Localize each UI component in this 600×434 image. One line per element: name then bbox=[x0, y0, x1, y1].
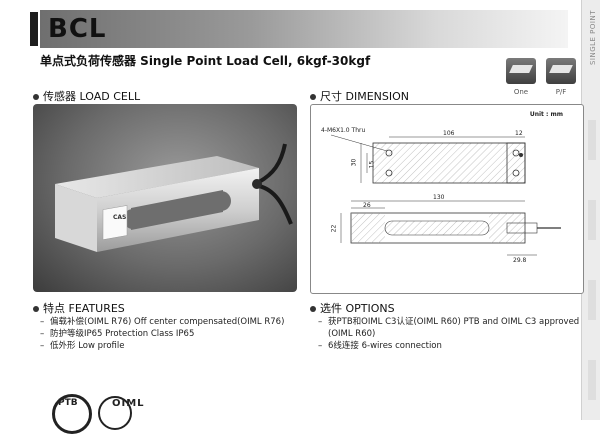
title-accent-bar bbox=[30, 12, 38, 46]
type-label-one: One bbox=[513, 88, 529, 96]
unit-label: Unit : mm bbox=[529, 111, 563, 118]
list-item: (OIML R60) bbox=[328, 329, 376, 339]
one-type-icon bbox=[506, 58, 536, 84]
pf-type-icon bbox=[546, 58, 576, 84]
side-ghost-tab bbox=[588, 120, 596, 160]
dim-12: 12 bbox=[515, 130, 523, 137]
dimension-svg bbox=[330, 134, 561, 256]
bullet-icon bbox=[33, 94, 39, 100]
section-features: 特点 FEATURES bbox=[33, 300, 125, 316]
side-ghost-tab bbox=[588, 200, 596, 240]
bullet-icon bbox=[310, 94, 316, 100]
product-subtitle: 单点式负荷传感器 Single Point Load Cell, 6kgf-30… bbox=[40, 54, 371, 68]
dimension-drawing: Unit : mm 4-M6X1.0 Thru 106 12 30 15 130… bbox=[310, 104, 584, 294]
dash-icon: – bbox=[40, 341, 45, 351]
dash-icon: – bbox=[40, 329, 45, 339]
dim-22: 22 bbox=[330, 224, 338, 233]
bullet-icon bbox=[310, 306, 316, 312]
side-ghost-tab bbox=[588, 280, 596, 320]
options-list: –获PTB和OIML C3认证(OIML R60) PTB and OIML C… bbox=[318, 316, 579, 352]
cert-oiml-label: OIML bbox=[112, 398, 145, 409]
dim-106: 106 bbox=[443, 130, 455, 137]
type-label-pf: P/F bbox=[555, 88, 567, 96]
cert-ptb-label: PTB bbox=[58, 398, 78, 408]
dim-30: 30 bbox=[350, 158, 358, 167]
features-list: –偏载补偿(OIML R76) Off center compensated(O… bbox=[40, 316, 284, 352]
dash-icon: – bbox=[40, 317, 45, 327]
dim-29-8: 29.8 bbox=[513, 257, 527, 264]
list-item: –6线连接 6-wires connection bbox=[318, 341, 442, 351]
dim-130: 130 bbox=[433, 194, 445, 201]
dash-icon: – bbox=[318, 341, 323, 351]
dash-icon: – bbox=[318, 317, 323, 327]
section-dimension: 尺寸 DIMENSION bbox=[310, 88, 409, 104]
section-options: 选件 OPTIONS bbox=[310, 300, 395, 316]
load-cell-photo: CAS bbox=[33, 104, 297, 292]
list-item: –获PTB和OIML C3认证(OIML R60) PTB and OIML C… bbox=[318, 317, 580, 327]
thread-note: 4-M6X1.0 Thru bbox=[321, 127, 366, 134]
title-gradient-bar bbox=[40, 10, 568, 48]
side-label: SINGLE POINT bbox=[589, 10, 597, 66]
dim-26: 26 bbox=[363, 202, 371, 209]
photo-brand-tag: CAS bbox=[113, 214, 127, 221]
load-cell-illustration bbox=[55, 143, 293, 252]
bullet-icon bbox=[33, 306, 39, 312]
section-load-cell: 传感器 LOAD CELL bbox=[33, 88, 140, 104]
dim-15: 15 bbox=[368, 160, 376, 169]
list-item: –防护等级IP65 Protection Class IP65 bbox=[40, 329, 195, 339]
list-item: –低外形 Low profile bbox=[40, 341, 125, 351]
side-ghost-tab bbox=[588, 360, 596, 400]
list-item: –偏载补偿(OIML R76) Off center compensated(O… bbox=[40, 317, 285, 327]
model-title: BCL bbox=[48, 14, 107, 44]
